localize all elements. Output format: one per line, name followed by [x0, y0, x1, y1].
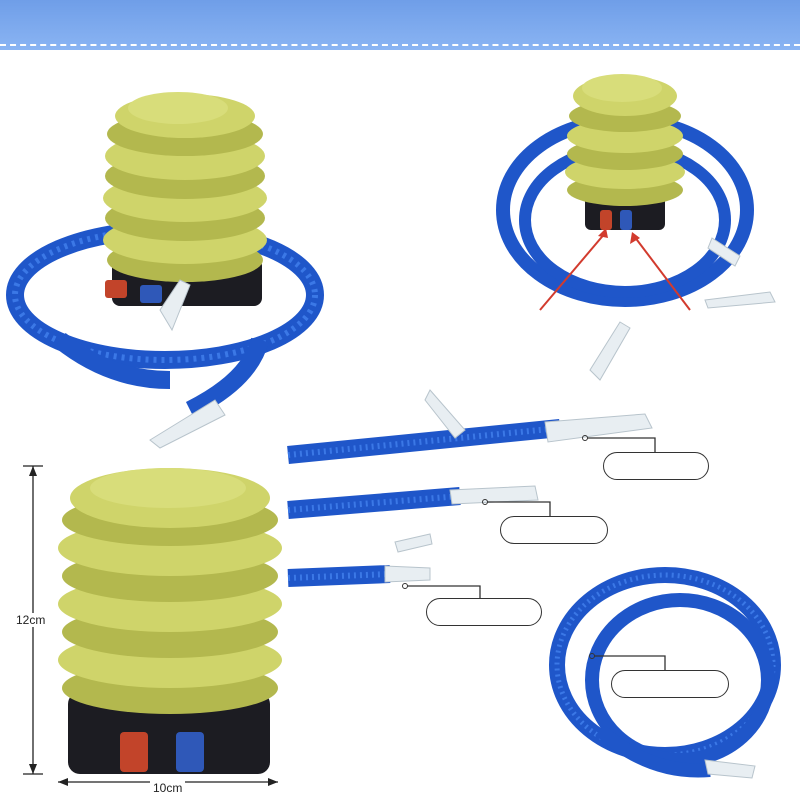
hose-nozzles-photo [287, 321, 656, 598]
callout-box-nozzle-small [426, 598, 542, 626]
banner-stitch-line [0, 44, 800, 46]
pump-dimensions-photo [58, 468, 282, 774]
callout-box-hose [611, 670, 729, 698]
height-label: 12cm [15, 613, 47, 627]
pump-valves-photo [496, 74, 776, 311]
pump-with-hose-photo [6, 92, 324, 449]
callout-box-nozzle-medium [500, 516, 608, 544]
width-label: 10cm [150, 781, 186, 795]
coiled-hose-photo [549, 567, 781, 779]
top-banner [0, 0, 800, 50]
callout-box-nozzle-large [603, 452, 709, 480]
